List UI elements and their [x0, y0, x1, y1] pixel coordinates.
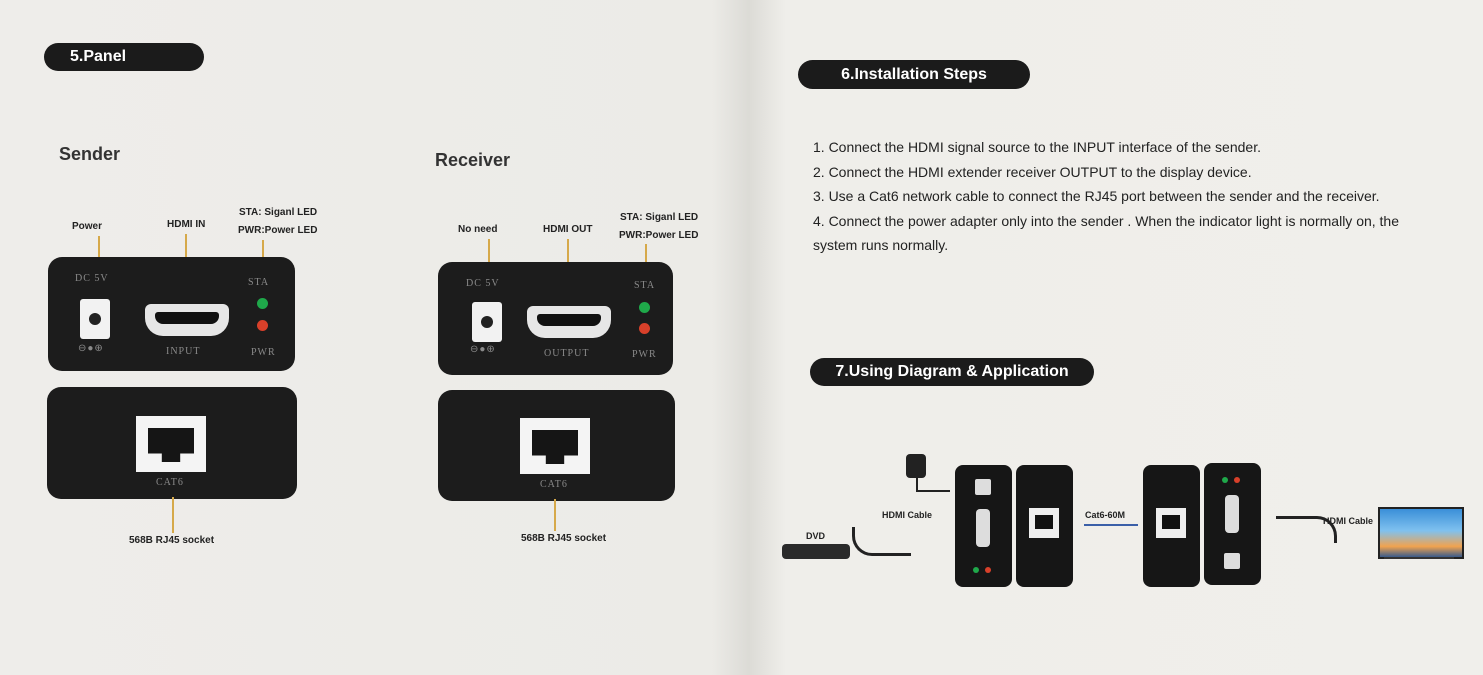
receiver-front-panel: DC 5V ⊖●⊕ OUTPUT STA PWR: [438, 262, 673, 375]
cat6-cable-label: Cat6-60M: [1085, 510, 1126, 520]
receiver-no-need-label: No need: [458, 224, 498, 235]
receiver-polarity-icon: ⊖●⊕: [470, 344, 496, 355]
sender-socket-label: 568B RJ45 socket: [129, 535, 215, 546]
sender-hdmi-input-port: [145, 304, 229, 336]
sender-hdmi-in-label: HDMI IN: [167, 219, 206, 230]
receiver-device-back-icon: [1143, 465, 1200, 587]
receiver-dc-pointer: [488, 239, 490, 283]
sender-dc-jack: [80, 299, 110, 339]
receiver-device-front-icon: [1204, 463, 1261, 585]
sender-dc-label: DC 5V: [75, 273, 109, 284]
receiver-sta-port-label: STA: [634, 280, 656, 291]
installation-step-2: 2. Connect the HDMI extender receiver OU…: [813, 163, 1252, 180]
hdmi-cable-left-label: HDMI Cable: [882, 510, 933, 520]
receiver-pwr-led: [639, 323, 650, 334]
receiver-socket-label: 568B RJ45 socket: [521, 533, 607, 544]
panel-section-title: 5.Panel: [44, 43, 204, 71]
sender-pwr-led: [257, 320, 268, 331]
hdmi-cable-left-icon: [852, 527, 911, 556]
receiver-back-panel: CAT6: [438, 390, 675, 501]
sender-sta-led: [257, 298, 268, 309]
sender-front-panel: DC 5V ⊖●⊕ INPUT STA PWR: [48, 257, 295, 371]
receiver-sta-label: STA: Siganl LED: [620, 212, 699, 223]
installation-step-1: 1. Connect the HDMI signal source to the…: [813, 139, 1261, 155]
sender-pwr-label: PWR:Power LED: [238, 225, 318, 236]
sender-pwr-port-label: PWR: [251, 347, 276, 358]
receiver-rj45-port: [520, 418, 590, 474]
sender-heading: Sender: [59, 144, 121, 164]
sender-sta-label: STA: Siganl LED: [239, 207, 318, 218]
receiver-dc-jack: [472, 302, 502, 342]
installation-step-4: 4. Connect the power adapter only into t…: [813, 212, 1400, 254]
receiver-hdmi-output-port: [527, 306, 611, 338]
sender-back-panel: CAT6: [47, 387, 297, 499]
power-cable-icon: [916, 478, 950, 492]
receiver-dc-label: DC 5V: [466, 278, 500, 289]
receiver-cat6-label: CAT6: [540, 479, 568, 490]
receiver-hdmi-out-label: HDMI OUT: [543, 224, 593, 235]
sender-cat6-label: CAT6: [156, 477, 184, 488]
diagram-section-title: 7.Using Diagram & Application: [810, 358, 1094, 386]
tv-stand-icon: [1384, 557, 1454, 559]
installation-section-title: 6.Installation Steps: [798, 60, 1030, 89]
hdmi-cable-right-label: HDMI Cable: [1323, 516, 1374, 526]
receiver-hdmi-pointer: [567, 239, 569, 283]
dvd-player-icon: [782, 544, 850, 559]
tv-display-icon: [1378, 507, 1464, 559]
sender-device-front-icon: [955, 465, 1012, 587]
power-adapter-icon: [906, 454, 926, 478]
hdmi-cable-right-icon: [1276, 516, 1337, 543]
receiver-sta-led: [639, 302, 650, 313]
sender-hdmi-pointer: [185, 234, 187, 278]
receiver-heading: Receiver: [435, 150, 511, 170]
installation-steps-list: 1. Connect the HDMI signal source to the…: [813, 135, 1443, 258]
sender-socket-pointer: [172, 497, 174, 533]
cat6-cable-line: [1084, 524, 1138, 526]
sender-device-back-icon: [1016, 465, 1073, 587]
sender-power-label: Power: [72, 221, 103, 232]
receiver-pwr-label: PWR:Power LED: [619, 230, 699, 241]
receiver-pwr-port-label: PWR: [632, 349, 657, 360]
sender-input-label: INPUT: [166, 346, 201, 357]
receiver-output-label: OUTPUT: [544, 348, 590, 359]
dvd-label: DVD: [806, 531, 826, 541]
sender-polarity-icon: ⊖●⊕: [78, 343, 104, 354]
sender-sta-port-label: STA: [248, 277, 270, 288]
sender-rj45-port: [136, 416, 206, 472]
receiver-socket-pointer: [554, 499, 556, 531]
installation-step-3: 3. Use a Cat6 network cable to connect t…: [813, 188, 1380, 204]
